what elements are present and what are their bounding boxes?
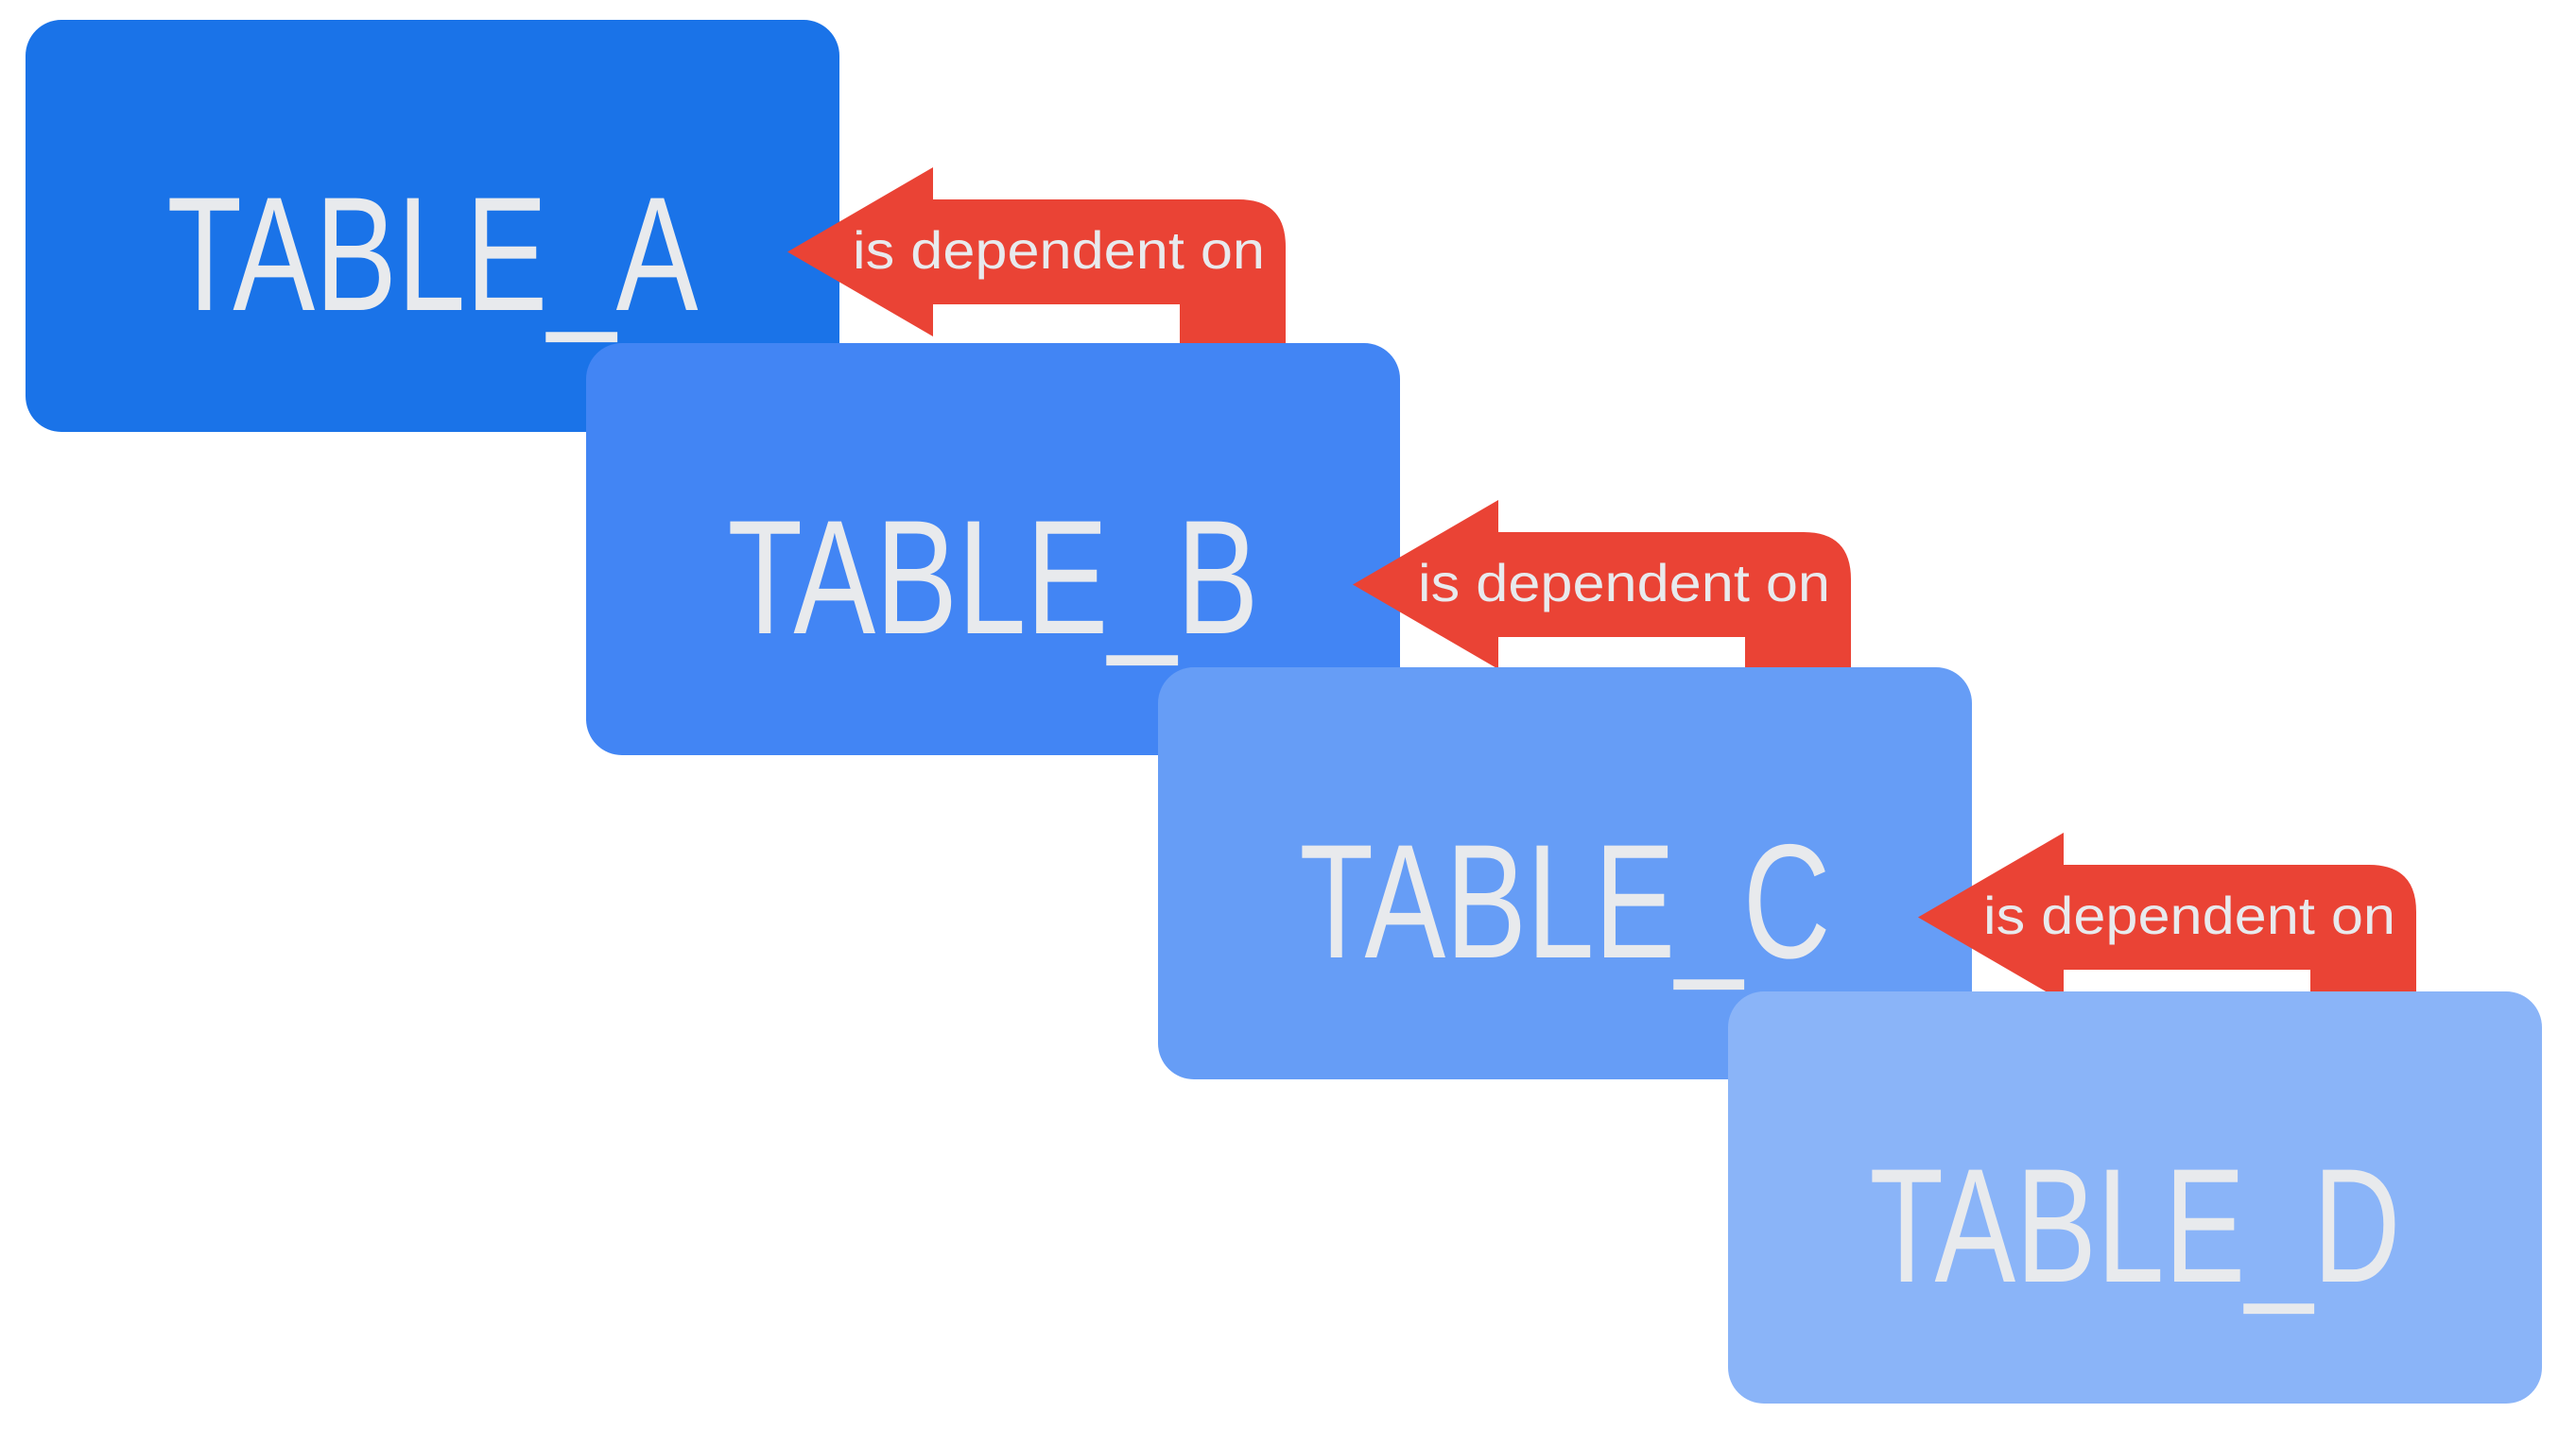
box-table-d-label: TABLE_D: [1870, 1135, 2401, 1317]
dependency-arrow-3: is dependent on: [1918, 833, 2416, 1053]
box-table-c: TABLE_C: [1158, 667, 1972, 1079]
box-table-a: TABLE_A: [26, 20, 839, 432]
box-table-b-label: TABLE_B: [728, 487, 1259, 668]
box-table-d: TABLE_D: [1728, 991, 2542, 1404]
dependency-arrow-2-label: is dependent on: [1418, 553, 1830, 612]
box-table-a-label: TABLE_A: [167, 164, 699, 345]
box-table-d-rect: [1728, 991, 2542, 1404]
box-table-b-rect: [586, 343, 1400, 755]
dependency-arrow-1: is dependent on: [787, 167, 1286, 388]
dependency-arrow-3-shape: [1918, 833, 2416, 1053]
dependency-arrow-1-label: is dependent on: [853, 220, 1265, 280]
box-table-b: TABLE_B: [586, 343, 1400, 755]
dependency-arrow-2: is dependent on: [1353, 500, 1851, 720]
dependency-arrow-1-shape: [787, 167, 1286, 388]
dependency-arrow-2-shape: [1353, 500, 1851, 720]
box-table-c-rect: [1158, 667, 1972, 1079]
dependency-arrow-3-label: is dependent on: [1983, 886, 2395, 945]
box-table-c-label: TABLE_C: [1300, 811, 1831, 992]
box-table-a-rect: [26, 20, 839, 432]
